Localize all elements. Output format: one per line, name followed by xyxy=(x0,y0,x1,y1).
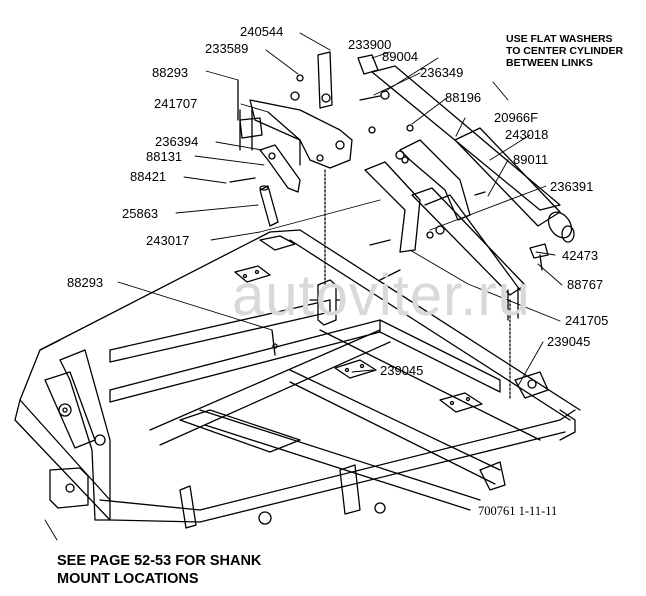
part-label-243017: 243017 xyxy=(146,233,190,248)
part-label-89011: 89011 xyxy=(513,152,549,167)
watermark: autoviter.ru xyxy=(232,263,531,328)
footer-note-line-2: MOUNT LOCATIONS xyxy=(57,571,199,587)
part-label-240544: 240544 xyxy=(240,24,284,39)
part-label-88421: 88421 xyxy=(130,169,167,184)
part-label-88131: 88131 xyxy=(146,149,183,164)
part-label-25863: 25863 xyxy=(122,206,159,221)
washer-note: USE FLAT WASHERS TO CENTER CYLINDER BETW… xyxy=(506,33,623,69)
part-label-243018: 243018 xyxy=(505,127,549,142)
part-label-42473: 42473 xyxy=(562,248,599,263)
part-label-239045-center: 239045 xyxy=(380,363,424,378)
link-assembly xyxy=(229,51,575,356)
part-label-241707: 241707 xyxy=(154,96,198,111)
part-label-233900: 233900 xyxy=(348,37,392,52)
part-label-88293-lower: 88293 xyxy=(67,275,104,290)
part-label-88196: 88196 xyxy=(445,90,482,105)
part-label-88293-top: 88293 xyxy=(152,65,189,80)
footer-note-line-1: SEE PAGE 52-53 FOR SHANK xyxy=(57,553,262,569)
part-label-236349: 236349 xyxy=(420,65,464,80)
washer-note-line-3: BETWEEN LINKS xyxy=(506,57,593,69)
part-label-239045-right: 239045 xyxy=(547,334,591,349)
drawing-code: 700761 1-11-11 xyxy=(478,504,558,518)
leader-lines xyxy=(44,32,563,541)
main-frame xyxy=(14,169,581,529)
part-label-233589: 233589 xyxy=(205,41,249,56)
washer-note-line-2: TO CENTER CYLINDER xyxy=(506,45,624,57)
part-label-241705: 241705 xyxy=(565,313,609,328)
part-label-89004: 89004 xyxy=(382,49,419,64)
part-label-20966f: 20966F xyxy=(494,110,539,125)
part-label-236391: 236391 xyxy=(550,179,594,194)
part-label-236394: 236394 xyxy=(155,134,199,149)
footer-note: SEE PAGE 52-53 FOR SHANK MOUNT LOCATIONS xyxy=(57,552,261,588)
washer-note-line-1: USE FLAT WASHERS xyxy=(506,33,613,45)
part-label-88767: 88767 xyxy=(567,277,604,292)
